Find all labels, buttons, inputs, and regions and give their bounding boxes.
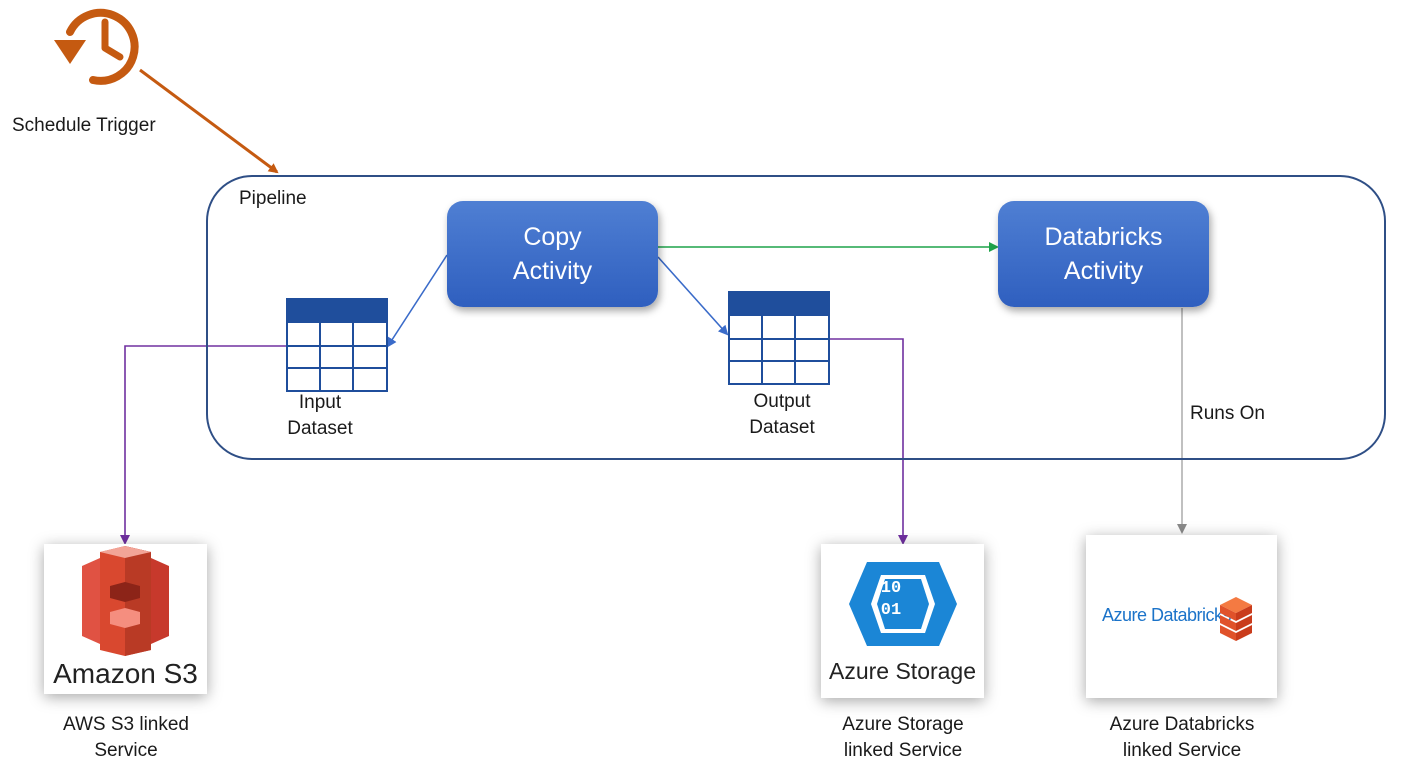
input-table-icon bbox=[286, 298, 388, 392]
azure-storage-card[interactable]: 10 01 Azure Storage bbox=[821, 544, 984, 698]
storage-service-label: Azure Storage linked Service bbox=[808, 712, 998, 764]
pipeline-label: Pipeline bbox=[239, 188, 307, 209]
s3-service-line2: Service bbox=[94, 740, 158, 761]
storage-service-line1: Azure Storage bbox=[842, 714, 964, 735]
trigger-arrow bbox=[139, 68, 279, 174]
databricks-service-line1: Azure Databricks bbox=[1109, 714, 1255, 735]
databricks-activity-line1: Databricks bbox=[1044, 223, 1163, 251]
output-to-storage-link bbox=[829, 338, 908, 545]
copy-activity-line1: Copy bbox=[523, 223, 582, 251]
schedule-trigger[interactable] bbox=[48, 0, 148, 105]
copy-to-output-arrow bbox=[657, 256, 729, 336]
azure-databricks-logo-text: Azure Databricks bbox=[1102, 605, 1232, 625]
input-dataset[interactable] bbox=[286, 298, 388, 392]
amazon-s3-card[interactable]: Amazon S3 bbox=[44, 544, 207, 694]
input-to-s3-link bbox=[120, 345, 288, 545]
input-dataset-label: Input Dataset bbox=[270, 390, 370, 442]
output-dataset-label: Output Dataset bbox=[732, 389, 832, 441]
output-table-icon bbox=[728, 291, 830, 385]
runs-on-label: Runs On bbox=[1190, 403, 1265, 424]
databricks-activity-box[interactable]: Databricks Activity bbox=[998, 201, 1209, 307]
pipeline-container[interactable] bbox=[206, 175, 1386, 460]
databricks-stack-icon bbox=[1220, 597, 1252, 641]
storage-service-line2: linked Service bbox=[843, 740, 963, 761]
output-dataset[interactable] bbox=[728, 291, 830, 385]
storage-badge-top: 10 bbox=[880, 579, 902, 598]
input-dataset-line2: Dataset bbox=[287, 418, 353, 439]
azure-storage-icon bbox=[849, 562, 957, 646]
output-dataset-line2: Dataset bbox=[749, 417, 815, 438]
azure-databricks-card[interactable]: Azure Databricks bbox=[1086, 535, 1277, 698]
databricks-service-label: Azure Databricks linked Service bbox=[1080, 712, 1284, 764]
input-dataset-line1: Input bbox=[298, 392, 342, 413]
databricks-service-line2: linked Service bbox=[1122, 740, 1242, 761]
output-dataset-line1: Output bbox=[753, 391, 811, 412]
schedule-trigger-label: Schedule Trigger bbox=[12, 115, 156, 136]
s3-service-label: AWS S3 linked Service bbox=[35, 712, 217, 764]
amazon-s3-logo-text: Amazon S3 bbox=[53, 658, 198, 689]
storage-badge-bottom: 01 bbox=[880, 601, 902, 620]
s3-service-line1: AWS S3 linked bbox=[62, 714, 189, 735]
amazon-s3-icon bbox=[82, 546, 169, 656]
copy-activity-line2: Activity bbox=[512, 257, 593, 285]
copy-to-input-arrow bbox=[386, 254, 448, 348]
azure-storage-logo-text: Azure Storage bbox=[828, 658, 977, 684]
databricks-activity-line2: Activity bbox=[1063, 257, 1144, 285]
clock-icon bbox=[54, 8, 139, 85]
copy-activity-box[interactable]: Copy Activity bbox=[447, 201, 658, 307]
